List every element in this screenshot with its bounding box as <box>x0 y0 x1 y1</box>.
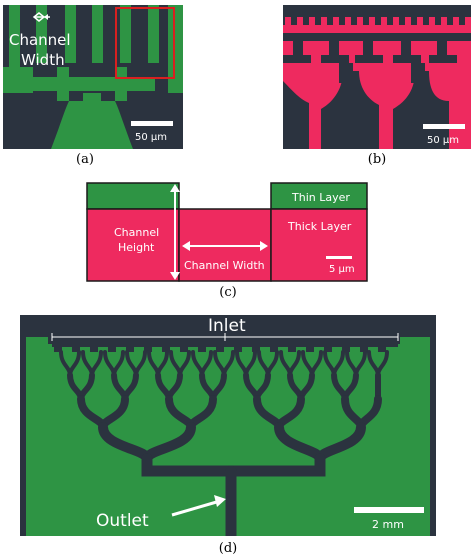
channel-height-label-line1: Channel <box>114 226 159 239</box>
channel-width-label: Channel Width <box>184 259 265 272</box>
scale-bar <box>423 124 465 129</box>
device-overview: Inlet Outlet 2 mm <box>20 315 436 536</box>
panel-b-micrograph: 50 µm <box>283 5 471 149</box>
panel-b: 50 µm <box>283 5 471 149</box>
panel-d: Inlet Outlet 2 mm <box>20 315 436 536</box>
bifurcation-tree <box>59 350 389 536</box>
channel-width-marker <box>32 12 50 22</box>
thick-layer-right <box>270 208 368 282</box>
scale-bar <box>354 507 424 513</box>
inlet-manifold <box>48 337 400 344</box>
panel-c: Thin Layer Thick Layer Channel Height Ch… <box>86 182 370 282</box>
panel-a-micrograph: Channel Width 50 µm <box>3 5 183 149</box>
caption-b: (b) <box>367 152 387 167</box>
channel-width-arrow <box>182 241 268 251</box>
channel-height-label-line2: Height <box>118 241 155 254</box>
inlet-bracket <box>51 333 399 341</box>
scale-bar-label: 2 mm <box>372 518 404 531</box>
thick-layer-left <box>86 208 180 282</box>
channel-width-label-line1: Channel <box>9 31 71 49</box>
scale-bar-label: 50 µm <box>135 132 167 143</box>
thin-layer-left <box>86 182 180 210</box>
panel-a: Channel Width 50 µm <box>3 5 183 149</box>
scale-bar-label: 50 µm <box>427 135 459 146</box>
scale-bar <box>131 121 173 126</box>
scale-bar-label: 5 µm <box>329 264 355 275</box>
caption-d: (d) <box>218 541 238 556</box>
inlet-teeth <box>285 17 471 25</box>
outlet-label: Outlet <box>96 511 149 531</box>
outlet-arrow <box>171 495 226 517</box>
thin-layer-right <box>270 182 368 210</box>
scale-bar <box>326 256 352 259</box>
channel-width-label-line2: Width <box>21 51 65 69</box>
thick-layer-label: Thick Layer <box>287 220 352 233</box>
cross-section-diagram: Thin Layer Thick Layer Channel Height Ch… <box>86 182 370 282</box>
inlet-label: Inlet <box>208 316 246 336</box>
thin-layer-label: Thin Layer <box>291 191 350 204</box>
highlight-box <box>115 7 175 79</box>
channel-height-arrow <box>170 184 180 280</box>
caption-a: (a) <box>76 152 94 167</box>
inlet-fingers <box>52 344 398 352</box>
caption-c: (c) <box>219 285 237 300</box>
